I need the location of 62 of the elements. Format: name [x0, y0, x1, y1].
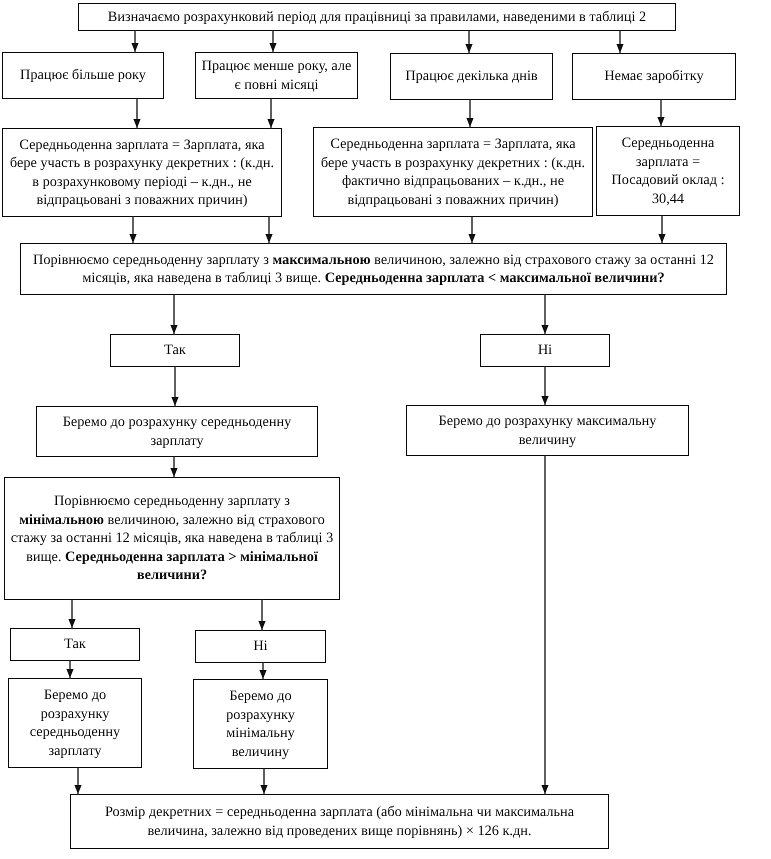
box-text: Беремо до розрахунку мінімальну величину: [225, 687, 296, 761]
process-box: [596, 126, 740, 216]
box-text: Беремо до розрахунку середньоденну зарплату: [62, 413, 292, 450]
box-text: Працює більше року: [20, 66, 146, 85]
arrow: [468, 217, 476, 243]
process-box: [8, 678, 142, 768]
box-text: Немає заробітку: [604, 67, 704, 86]
box-text: Порівнюємо середньоденну зарплату з мінімальною величиною, залежно від страхового стажу за останні 12 місяців, яка наведена в таблиці 3 вище. Середньоденна зарплата > мінімальної величини?: [10, 492, 334, 585]
arrow: [133, 99, 141, 128]
arrow: [259, 663, 267, 679]
arrow: [541, 456, 549, 794]
arrow: [170, 457, 178, 477]
process-box: [78, 3, 676, 31]
arrow: [129, 217, 137, 243]
process-box: [10, 628, 140, 661]
arrow: [541, 295, 549, 334]
arrow: [68, 600, 76, 628]
arrow: [466, 100, 474, 127]
box-text: Працює менше року, але є повні місяці: [201, 57, 352, 94]
box-text: Середньоденна зарплата = Посадовий оклад : 30,44: [610, 134, 726, 208]
process-box: [195, 52, 358, 99]
arrow: [170, 295, 178, 334]
arrow: [66, 661, 74, 678]
box-text: Визначаємо розрахунковий період для працівниці за правилами, наведеними в таблиці 2: [108, 8, 646, 26]
box-text: Ні: [253, 637, 268, 656]
arrow: [74, 768, 82, 794]
arrow: [171, 367, 179, 406]
process-box: [2, 128, 282, 217]
arrow: [541, 367, 549, 405]
arrow: [265, 217, 273, 243]
process-box: [20, 243, 727, 295]
arrow: [260, 769, 268, 794]
process-box: [313, 127, 593, 217]
process-box: [572, 53, 736, 100]
process-box: [406, 405, 689, 456]
process-box: [70, 794, 609, 849]
process-box: [193, 679, 328, 769]
arrow: [258, 600, 266, 630]
arrow: [616, 31, 624, 53]
process-box: [2, 52, 164, 99]
arrow: [131, 31, 139, 52]
arrow: [269, 31, 277, 52]
box-text: Середньоденна зарплата = Зарплата, яка бере участь в розрахунку декретних : (к.дн. фактично відпрацьованих – к.дн., не відпрацьовані з поважних причин): [320, 135, 586, 209]
box-text: Так: [64, 635, 86, 654]
box-text: Беремо до розрахунку максимальну величину: [438, 412, 658, 449]
box-text: Так: [164, 341, 186, 360]
process-box: [195, 630, 326, 663]
arrow: [465, 31, 473, 53]
process-box: [4, 477, 340, 600]
process-box: [36, 406, 318, 457]
box-text: Ні: [538, 341, 552, 360]
arrow: [267, 99, 275, 128]
box-text: Порівнюємо середньоденну зарплату з максимальною величиною, залежно від страхового стажу за останні 12 місяців, яка наведена в таблиці 3 вище. Середньоденна зарплата < максимальної величини?: [32, 250, 715, 288]
box-text: Беремо до розрахунку середньоденну зарплату: [28, 686, 122, 760]
process-box: [480, 334, 610, 367]
process-box: [110, 334, 240, 367]
box-text: Середньоденна зарплата = Зарплата, яка бере участь в розрахунку декретних : (к.дн. в розрахунковому періоді – к.дн., не відпрацьовані з поважних причин): [8, 136, 276, 210]
arrow: [657, 100, 665, 126]
box-text: Розмір декретних = середньоденна зарплата (або мінімальна чи максимальна величина, залежно від проведених вище порівнянь) × 126 к.дн.: [104, 803, 576, 840]
box-text: Працює декілька днів: [405, 67, 538, 86]
arrow: [658, 216, 666, 243]
process-box: [390, 53, 553, 100]
